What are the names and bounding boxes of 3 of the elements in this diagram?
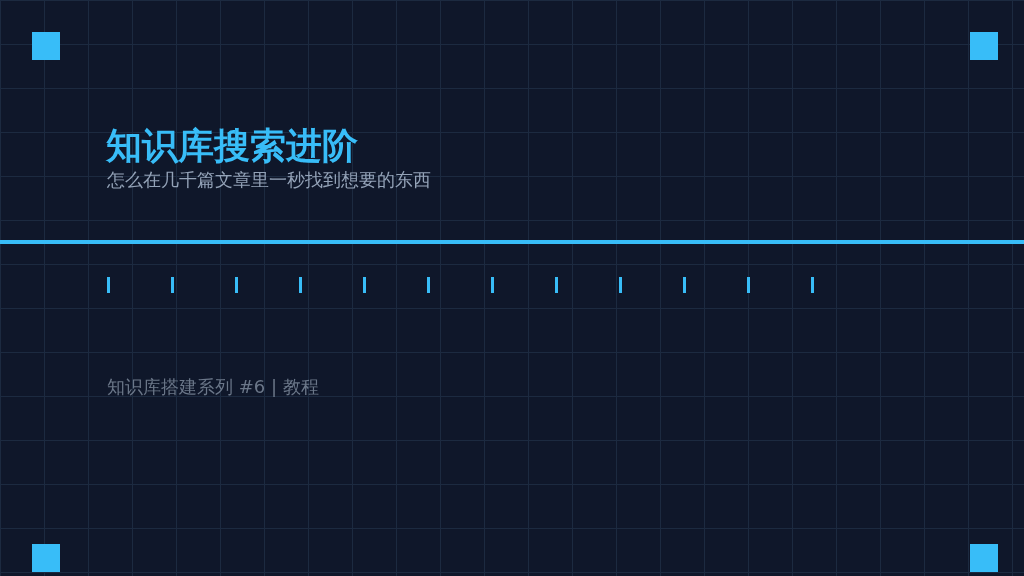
title: 知识库搜索进阶	[106, 124, 358, 168]
series-label: 知识库搭建系列 #6 | 教程	[107, 376, 319, 398]
subtitle: 怎么在几千篇文章里一秒找到想要的东西	[107, 169, 431, 191]
